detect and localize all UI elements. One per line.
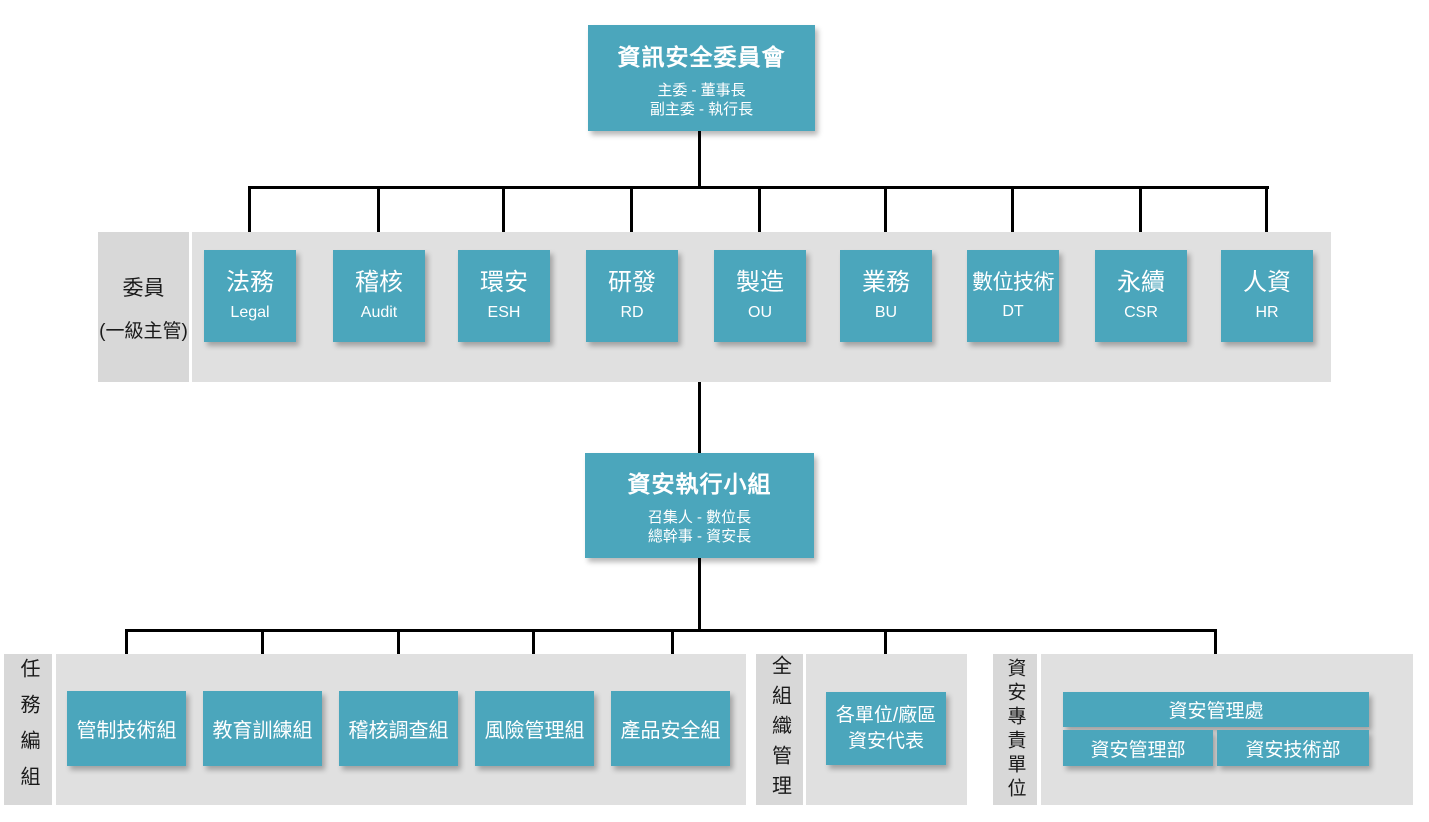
committee-label-line2: (一級主管) bbox=[99, 320, 188, 342]
member-name: 法務 bbox=[226, 268, 274, 296]
committee-member-box-dt: 數位技術 DT bbox=[967, 250, 1059, 342]
task-group-name: 產品安全組 bbox=[620, 720, 721, 742]
security-mgmt-dept-name: 資安管理部 bbox=[1090, 739, 1186, 761]
member-name: 業務 bbox=[862, 268, 910, 296]
member-abbr: Audit bbox=[360, 304, 398, 322]
exec-team-subtitle-1: 召集人 - 數位長 bbox=[647, 509, 752, 526]
member-name: 永續 bbox=[1117, 268, 1165, 296]
security-division-name: 資安管理處 bbox=[1168, 701, 1264, 722]
member-abbr: ESH bbox=[487, 304, 521, 322]
connector-member-drop bbox=[758, 186, 761, 250]
member-name: 環安 bbox=[480, 268, 528, 296]
security-tech-dept-box: 資安技術部 bbox=[1217, 730, 1369, 766]
security-mgmt-dept-box: 資安管理部 bbox=[1063, 730, 1213, 766]
task-group-name: 管制技術組 bbox=[76, 720, 177, 742]
member-abbr: OU bbox=[748, 304, 772, 322]
member-name: 數位技術 bbox=[972, 271, 1055, 295]
task-group-box-4: 風險管理組 bbox=[475, 691, 594, 766]
exec-team-box: 資安執行小組 召集人 - 數位長 總幹事 - 資安長 bbox=[585, 453, 814, 558]
member-name: 製造 bbox=[736, 268, 784, 296]
connector-member-drop bbox=[1139, 186, 1142, 250]
member-abbr: BU bbox=[874, 304, 898, 322]
site-rep-box: 各單位/廠區 資安代表 bbox=[826, 692, 946, 765]
connector-member-drop bbox=[1265, 186, 1268, 250]
member-name: 人資 bbox=[1243, 268, 1291, 296]
task-group-box-1: 管制技術組 bbox=[67, 691, 186, 766]
site-rep-line1: 各單位/廠區 bbox=[835, 704, 937, 726]
security-division-box: 資安管理處 bbox=[1063, 692, 1369, 727]
committee-member-box-ou: 製造 OU bbox=[714, 250, 806, 342]
committee-label-line1: 委員 bbox=[122, 276, 165, 300]
connector-member-drop bbox=[502, 186, 505, 250]
task-group-name: 稽核調查組 bbox=[348, 720, 449, 742]
member-abbr: HR bbox=[1255, 304, 1279, 322]
committee-label-band: 委員 (一級主管) bbox=[98, 232, 189, 382]
committee-member-box-bu: 業務 BU bbox=[840, 250, 932, 342]
member-name: 稽核 bbox=[355, 268, 403, 296]
connector-member-drop bbox=[1011, 186, 1014, 250]
task-groups-band-label: 任務編組 bbox=[4, 654, 52, 805]
exec-team-subtitle-2: 總幹事 - 資安長 bbox=[647, 528, 752, 545]
committee-member-box-rd: 研發 RD bbox=[586, 250, 678, 342]
connector-exec-drop bbox=[698, 558, 701, 632]
connector-member-drop bbox=[377, 186, 380, 250]
dedicated-unit-band-label: 資安專責單位 bbox=[993, 654, 1037, 805]
committee-member-box-esh: 環安 ESH bbox=[458, 250, 550, 342]
committee-member-box-hr: 人資 HR bbox=[1221, 250, 1313, 342]
exec-team-title: 資安執行小組 bbox=[627, 471, 772, 497]
site-rep-line2: 資安代表 bbox=[847, 730, 924, 752]
member-abbr: DT bbox=[1002, 302, 1024, 320]
org-wide-label-text: 全組織管理 bbox=[768, 654, 791, 805]
task-group-name: 風險管理組 bbox=[484, 720, 585, 742]
connector-member-drop bbox=[630, 186, 633, 250]
task-group-box-3: 稽核調查組 bbox=[339, 691, 458, 766]
connector-band-to-exec bbox=[698, 382, 701, 453]
root-committee-subtitle-1: 主委 - 董事長 bbox=[657, 81, 746, 99]
task-group-box-2: 教育訓練組 bbox=[203, 691, 322, 766]
connector-member-drop bbox=[248, 186, 251, 250]
root-committee-box: 資訊安全委員會 主委 - 董事長 副主委 - 執行長 bbox=[588, 25, 815, 131]
task-groups-label-text: 任務編組 bbox=[17, 657, 39, 802]
dedicated-unit-label-text: 資安專責單位 bbox=[1004, 657, 1026, 802]
member-abbr: RD bbox=[620, 304, 644, 322]
committee-member-box-csr: 永續 CSR bbox=[1095, 250, 1187, 342]
committee-member-box-audit: 稽核 Audit bbox=[333, 250, 425, 342]
task-group-name: 教育訓練組 bbox=[212, 720, 313, 742]
security-tech-dept-name: 資安技術部 bbox=[1245, 739, 1341, 761]
task-group-box-5: 產品安全組 bbox=[611, 691, 730, 766]
org-wide-band-label: 全組織管理 bbox=[756, 654, 803, 805]
member-name: 研發 bbox=[608, 268, 656, 296]
member-abbr: Legal bbox=[230, 304, 270, 322]
dedicated-unit-panel bbox=[1041, 654, 1413, 805]
connector-member-drop bbox=[884, 186, 887, 250]
root-committee-subtitle-2: 副主委 - 執行長 bbox=[649, 100, 754, 118]
member-abbr: CSR bbox=[1124, 304, 1158, 322]
root-committee-title: 資訊安全委員會 bbox=[617, 43, 786, 70]
connector-root-drop bbox=[698, 131, 701, 188]
committee-member-box-legal: 法務 Legal bbox=[204, 250, 296, 342]
